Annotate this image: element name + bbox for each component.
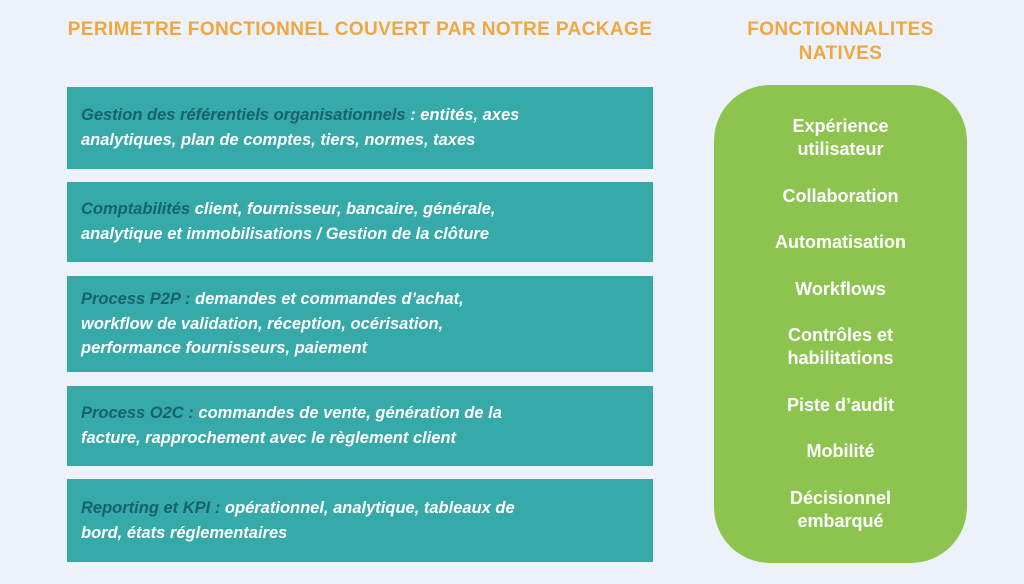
feature-box-comptabilites: Comptabilités client, fournisseur, banca… <box>67 182 653 262</box>
feature-box-text: Gestion des référentiels organisationnel… <box>81 103 519 153</box>
feature-box-lead: Reporting et KPI : <box>81 498 221 517</box>
feature-box-text: Process O2C : commandes de vente, généra… <box>81 401 502 451</box>
feature-box-detail: opérationnel, analytique, tableaux de bo… <box>81 498 515 542</box>
left-panel-title: PERIMETRE FONCTIONNEL COUVERT PAR NOTRE … <box>67 19 653 40</box>
feature-box-text: Process P2P : demandes et commandes d’ac… <box>81 287 464 361</box>
feature-box-lead: Gestion des référentiels organisationnel… <box>81 106 406 125</box>
native-feature-item-decisionnel-embarque: Décisionnel embarqué <box>789 487 892 531</box>
feature-box-referentiels: Gestion des référentiels organisationnel… <box>67 87 653 169</box>
feature-box-text: Reporting et KPI : opérationnel, analyti… <box>81 496 515 546</box>
native-feature-item-workflows: Workflows <box>795 278 886 299</box>
feature-box-text: Comptabilités client, fournisseur, banca… <box>81 197 495 247</box>
native-features-panel: Expérience utilisateur Collaboration Aut… <box>714 85 967 563</box>
feature-box-lead: Process P2P : <box>81 289 191 308</box>
feature-box-detail: commandes de vente, génération de la fac… <box>81 404 502 447</box>
feature-box-reporting-kpi: Reporting et KPI : opérationnel, analyti… <box>67 479 653 562</box>
native-feature-item-experience-utilisateur: Expérience utilisateur <box>792 116 889 160</box>
feature-box-detail: demandes et commandes d’achat, workflow … <box>81 289 464 358</box>
feature-box-process-o2c: Process O2C : commandes de vente, généra… <box>67 386 653 466</box>
feature-box-process-p2p: Process P2P : demandes et commandes d’ac… <box>67 276 653 372</box>
native-feature-item-mobilite: Mobilité <box>806 441 875 462</box>
right-panel-title: FONCTIONNALITES NATIVES <box>747 19 934 64</box>
feature-box-lead: Process O2C : <box>81 404 194 423</box>
feature-box-detail: client, fournisseur, bancaire, générale,… <box>81 200 496 243</box>
feature-box-detail: : entités, axes analytiques, plan de com… <box>81 106 520 149</box>
feature-box-lead: Comptabilités <box>81 200 191 219</box>
native-feature-item-piste-audit: Piste d’audit <box>786 394 894 415</box>
native-feature-item-automatisation: Automatisation <box>774 232 906 253</box>
native-feature-item-collaboration: Collaboration <box>782 185 899 206</box>
native-feature-item-controles-habilitations: Contrôles et habilitations <box>787 325 894 369</box>
